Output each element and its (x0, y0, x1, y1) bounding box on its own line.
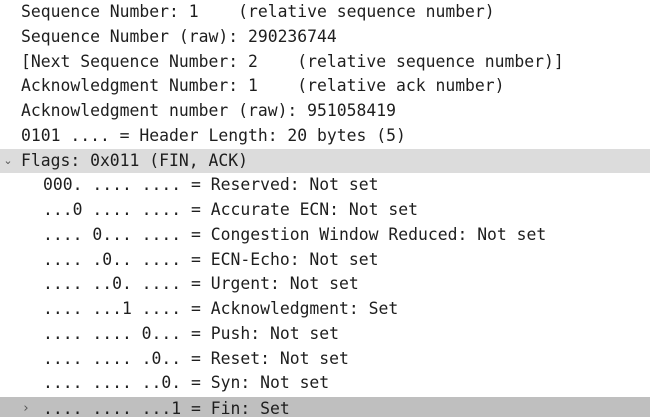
tree-row-label: 0101 .... = Header Length: 20 bytes (5) (21, 125, 406, 145)
tree-row-label: Flags: 0x011 (FIN, ACK) (21, 150, 248, 170)
tree-row[interactable]: Sequence Number (raw): 290236744 (0, 25, 650, 50)
tree-row[interactable]: .... .... .0.. = Reset: Not set (0, 347, 650, 372)
tree-row-label: Sequence Number: 1 (relative sequence nu… (21, 2, 495, 21)
tree-row[interactable]: [Next Sequence Number: 2 (relative seque… (0, 50, 650, 75)
tree-row-label: [Next Sequence Number: 2 (relative seque… (21, 51, 564, 71)
tree-row[interactable]: Acknowledgment number (raw): 951058419 (0, 99, 650, 124)
tree-row-label: ...0 .... .... = Accurate ECN: Not set (43, 200, 418, 219)
tree-row[interactable]: .... .... 0... = Push: Not set (0, 322, 650, 347)
tree-row[interactable]: ...0 .... .... = Accurate ECN: Not set (0, 198, 650, 223)
tree-row[interactable]: .... ..0. .... = Urgent: Not set (0, 272, 650, 297)
tree-row-label: .... ..0. .... = Urgent: Not set (43, 274, 359, 294)
tree-row-label: Sequence Number (raw): 290236744 (21, 26, 337, 46)
tree-row[interactable]: 0101 .... = Header Length: 20 bytes (5) (0, 124, 650, 149)
tree-row-label: .... .... 0... = Push: Not set (43, 323, 340, 343)
tree-row-label: Acknowledgment number (raw): 951058419 (21, 101, 396, 120)
tree-row[interactable]: .... .... ..0. = Syn: Not set (0, 371, 650, 396)
tree-row-label: .... .... ..0. = Syn: Not set (43, 373, 330, 393)
tree-row[interactable]: .... 0... .... = Congestion Window Reduc… (0, 223, 650, 248)
tree-row[interactable]: 000. .... .... = Reserved: Not set (0, 173, 650, 198)
tree-row[interactable]: Sequence Number: 1 (relative sequence nu… (0, 0, 650, 25)
tree-row-label: .... ...1 .... = Acknowledgment: Set (43, 299, 399, 318)
chevron-down-icon[interactable]: ⌄ (3, 153, 13, 167)
tree-row-label: 000. .... .... = Reserved: Not set (43, 175, 379, 195)
tree-row-label: .... .... .0.. = Reset: Not set (43, 348, 349, 368)
tree-row-label: .... .0.. .... = ECN-Echo: Not set (43, 249, 379, 269)
tree-row-label: .... 0... .... = Congestion Window Reduc… (43, 224, 547, 244)
tree-row[interactable]: .... .0.. .... = ECN-Echo: Not set (0, 248, 650, 273)
tree-row-label: .... .... ...1 = Fin: Set (43, 399, 290, 417)
tree-row[interactable]: Acknowledgment Number: 1 (relative ack n… (0, 74, 650, 99)
tree-row-label: Acknowledgment Number: 1 (relative ack n… (21, 76, 505, 96)
tree-row[interactable]: .... ...1 .... = Acknowledgment: Set (0, 297, 650, 322)
tree-row-selected[interactable]: › .... .... ...1 = Fin: Set (0, 397, 650, 417)
tree-row-expandable[interactable]: ⌄ Flags: 0x011 (FIN, ACK) (0, 148, 650, 174)
chevron-right-icon[interactable]: › (23, 401, 29, 416)
